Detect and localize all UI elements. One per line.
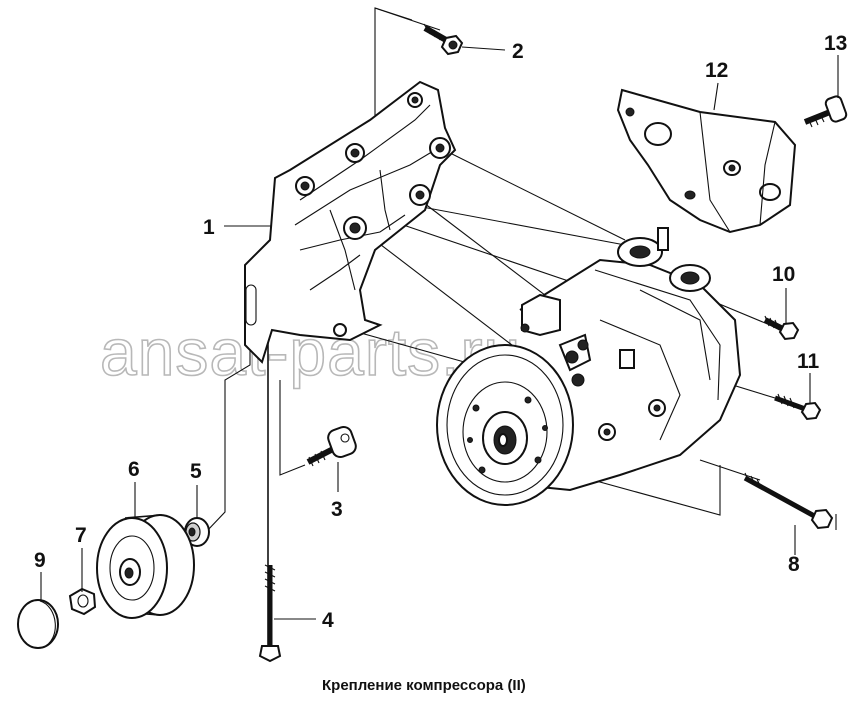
nut-7	[68, 587, 97, 616]
rod-4	[258, 564, 282, 663]
callout-5: 5	[190, 460, 202, 483]
callout-13: 13	[824, 32, 847, 55]
callout-4: 4	[322, 609, 334, 632]
bolt-11	[774, 393, 822, 421]
idler-pulley-6	[96, 514, 195, 619]
mounting-bracket	[244, 80, 457, 364]
cap-9	[17, 599, 59, 649]
figure-caption: Крепление компрессора (II)	[322, 677, 526, 694]
callout-11: 11	[797, 350, 820, 373]
callout-8: 8	[788, 553, 800, 576]
bolt-8	[743, 472, 837, 530]
bolt-13	[803, 95, 848, 128]
callout-2: 2	[512, 40, 524, 63]
callout-7: 7	[75, 524, 87, 547]
callout-6: 6	[128, 458, 140, 481]
bolt-2	[423, 23, 464, 56]
bolt-3	[306, 425, 357, 467]
callout-9: 9	[34, 549, 46, 572]
bracket-12	[616, 88, 797, 234]
callout-10: 10	[772, 263, 795, 286]
callout-12: 12	[705, 59, 728, 82]
compressor	[436, 227, 742, 506]
bolt-10	[763, 315, 800, 341]
callout-1: 1	[203, 216, 215, 239]
callout-leaders	[40, 46, 839, 620]
callout-3: 3	[331, 498, 343, 521]
